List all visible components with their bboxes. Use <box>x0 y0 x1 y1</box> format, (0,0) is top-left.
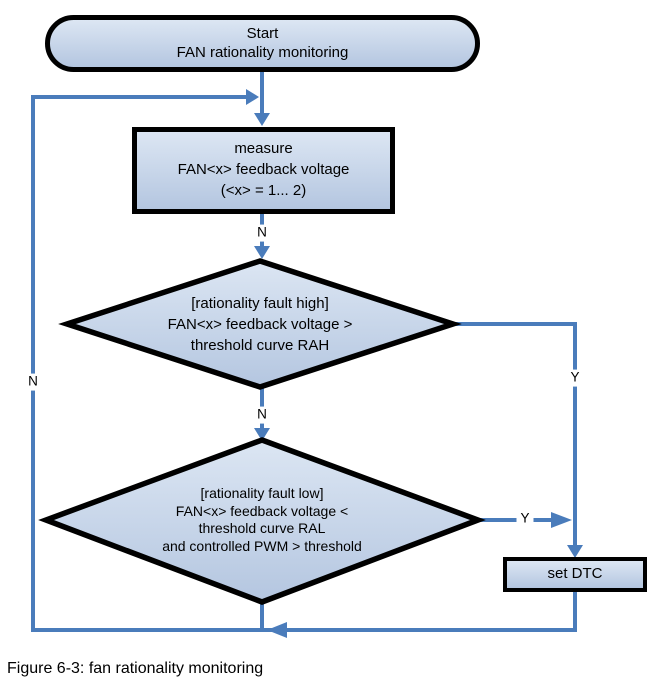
measure-line: measure <box>234 140 293 158</box>
edge-label-yes-fault-low: Y <box>516 510 534 528</box>
edge-label-no-after-measure: N <box>253 224 271 242</box>
arrowhead-into-fault-high-icon <box>254 246 270 259</box>
set-dtc-node: set DTC <box>503 557 647 592</box>
edge-fault-high-yes <box>455 322 577 545</box>
start-line: FAN rationality monitoring <box>176 43 349 61</box>
edge-label-no-after-fault-high: N <box>253 406 271 424</box>
edge-loop-return <box>31 95 577 632</box>
decision-fault-high-shape <box>58 258 462 390</box>
edge-label-no-loop-left: N <box>24 373 42 391</box>
arrowhead-loop-left-icon <box>267 622 287 638</box>
measure-line: FAN<x> feedback voltage <box>177 161 350 179</box>
arrowhead-fault-low-yes-icon <box>551 512 572 528</box>
decision-fault-low-shape <box>38 437 486 605</box>
measure-node: measure FAN<x> feedback voltage (<x> = 1… <box>132 127 395 214</box>
measure-line: (<x> = 1... 2) <box>220 181 307 199</box>
set-dtc-label: set DTC <box>547 565 603 583</box>
arrowhead-into-fault-low-icon <box>254 428 270 441</box>
start-node: Start FAN rationality monitoring <box>45 15 480 72</box>
arrowhead-into-setdtc-icon <box>567 545 583 558</box>
arrowhead-loop-into-main-icon <box>246 89 259 105</box>
edge-label-yes-fault-high: Y <box>566 369 584 387</box>
figure-caption: Figure 6-3: fan rationality monitoring <box>7 660 264 677</box>
start-line: Start <box>246 25 279 43</box>
arrowhead-into-measure-icon <box>254 113 270 126</box>
